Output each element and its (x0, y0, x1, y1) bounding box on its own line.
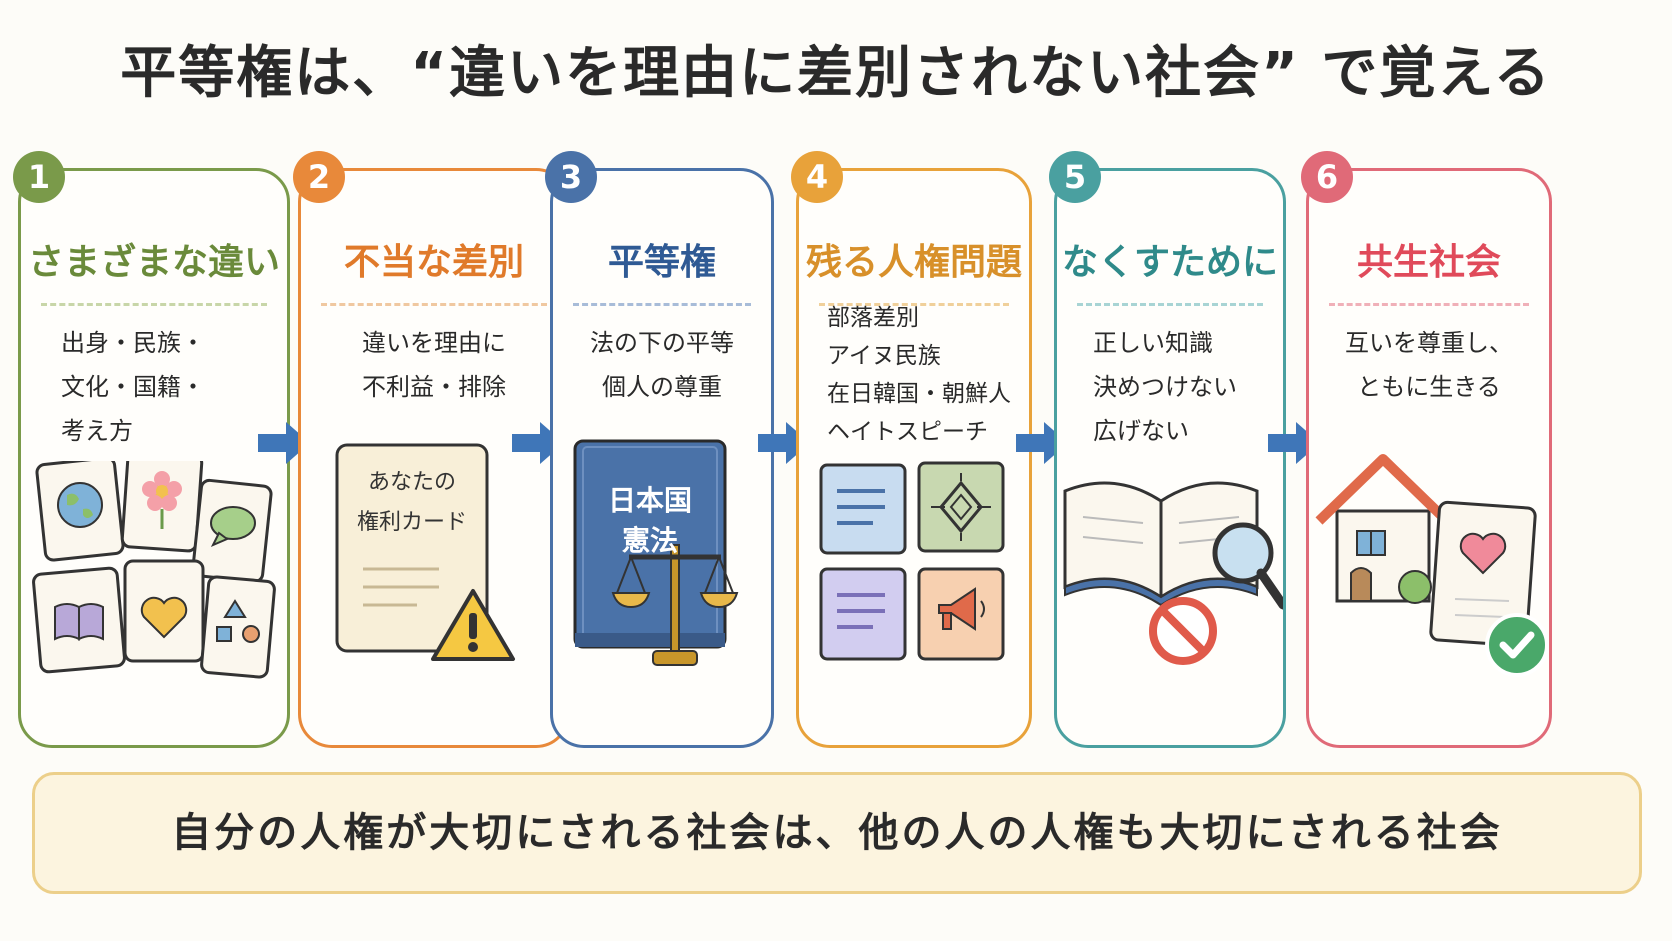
shapes-icon (200, 575, 276, 679)
step-number-3: 3 (545, 151, 597, 203)
step-number-5: 5 (1049, 151, 1101, 203)
scales-icon (611, 544, 739, 666)
constitution-illustration (573, 439, 739, 666)
step-title-3: 平等権 (607, 242, 716, 283)
divider (573, 303, 751, 306)
constitution-book-title: 日本国 憲法 (575, 481, 725, 561)
prohibited-icon (1149, 597, 1217, 665)
page-title: 平等権は、“違いを理由に差別されない社会” で覚える (120, 41, 1552, 106)
step-description-4: 部落差別 アイヌ民族 在日韓国・朝鮮人 ヘイトスピーチ (827, 299, 1013, 451)
desc-line: アイヌ民族 (827, 343, 941, 369)
book-icon (32, 566, 126, 674)
desc-line: 在日韓国・朝鮮人 (827, 381, 1011, 407)
divider (1329, 303, 1529, 306)
heart-card-icon (1429, 500, 1537, 648)
desc-line: 文化・国籍・ (61, 373, 205, 401)
document-card-icon (335, 443, 489, 653)
desc-line: 決めつけない (1093, 373, 1237, 401)
step-title-6: 共生社会 (1356, 242, 1501, 283)
desc-line: 不利益・排除 (362, 373, 506, 401)
document-icon (819, 567, 907, 661)
house-icon (1315, 454, 1451, 604)
desc-line: 正しい知識 (1093, 329, 1213, 357)
diversity-cards-illustration (32, 461, 276, 679)
arrow-right-icon (258, 422, 310, 464)
warning-icon (431, 589, 515, 661)
desc-line: 部落差別 (827, 305, 919, 331)
step-description-5: 正しい知識 決めつけない 広げない (1093, 321, 1267, 453)
megaphone-icon (917, 567, 1005, 661)
desc-line: 違いを理由に (362, 329, 506, 357)
globe-icon (35, 461, 125, 562)
card-line: あなたの (367, 470, 456, 495)
step-number-6: 6 (1301, 151, 1353, 203)
divider (819, 303, 1009, 306)
step-5-card: 5 なくすために 正しい知識 決めつけない 広げない (1049, 151, 1286, 748)
step-description-2: 違いを理由に 不利益・排除 (311, 321, 557, 409)
step-number-4: 4 (791, 151, 843, 203)
summary-banner: 自分の人権が大切にされる社会は、他の人の人権も大切にされる社会 (32, 772, 1642, 894)
desc-line: 考え方 (61, 417, 133, 445)
step-3-card: 3 平等権 法の下の平等 個人の尊重 日本国 憲法 (545, 151, 774, 748)
book-line: 憲法 (621, 524, 678, 557)
desc-line: ともに生きる (1357, 373, 1501, 401)
step-title-1: さまざまな違い (27, 242, 280, 283)
flower-icon (120, 461, 204, 553)
step-description-3: 法の下の平等 個人の尊重 (563, 321, 761, 409)
desc-line: ヘイトスピーチ (827, 419, 988, 445)
rights-card-text: あなたの 権利カード (337, 463, 487, 543)
document-icon (819, 463, 907, 555)
ainu-pattern-icon (917, 461, 1005, 553)
desc-line: 法の下の平等 (590, 329, 734, 357)
desc-line: 個人の尊重 (602, 373, 722, 401)
step-4-card: 4 残る人権問題 部落差別 アイヌ民族 在日韓国・朝鮮人 ヘイトスピーチ (791, 151, 1032, 748)
step-description-6: 互いを尊重し、 ともに生きる (1319, 321, 1539, 409)
step-title-4: 残る人権問題 (805, 242, 1022, 283)
constitution-book-icon (573, 439, 727, 649)
desc-line: 出身・民族・ (61, 329, 205, 357)
step-6-card: 6 共生社会 互いを尊重し、 ともに生きる (1301, 151, 1552, 748)
issues-tiles-illustration (819, 461, 1005, 661)
step-number-1: 1 (13, 151, 65, 203)
step-description-1: 出身・民族・ 文化・国籍・ 考え方 (61, 321, 271, 453)
checkmark-icon (1485, 613, 1549, 677)
step-2-card: 2 不当な差別 違いを理由に 不利益・排除 あなたの 権利カード (293, 151, 570, 748)
step-1-card: 1 さまざまな違い 出身・民族・ 文化・国籍・ 考え方 (13, 151, 290, 748)
heart-icon (123, 559, 205, 663)
rights-card-illustration (335, 443, 515, 661)
knowledge-illustration (1063, 481, 1283, 665)
desc-line: 互いを尊重し、 (1345, 329, 1513, 357)
step-title-5: なくすために (1061, 242, 1278, 283)
magnifier-icon (1212, 522, 1283, 610)
coexistence-illustration (1315, 454, 1549, 677)
divider (41, 303, 267, 306)
step-title-2: 不当な差別 (343, 242, 524, 283)
desc-line: 広げない (1093, 417, 1189, 445)
divider (1077, 303, 1263, 306)
book-line: 日本国 (607, 484, 692, 517)
card-line: 権利カード (356, 510, 467, 535)
step-number-2: 2 (293, 151, 345, 203)
divider (321, 303, 547, 306)
